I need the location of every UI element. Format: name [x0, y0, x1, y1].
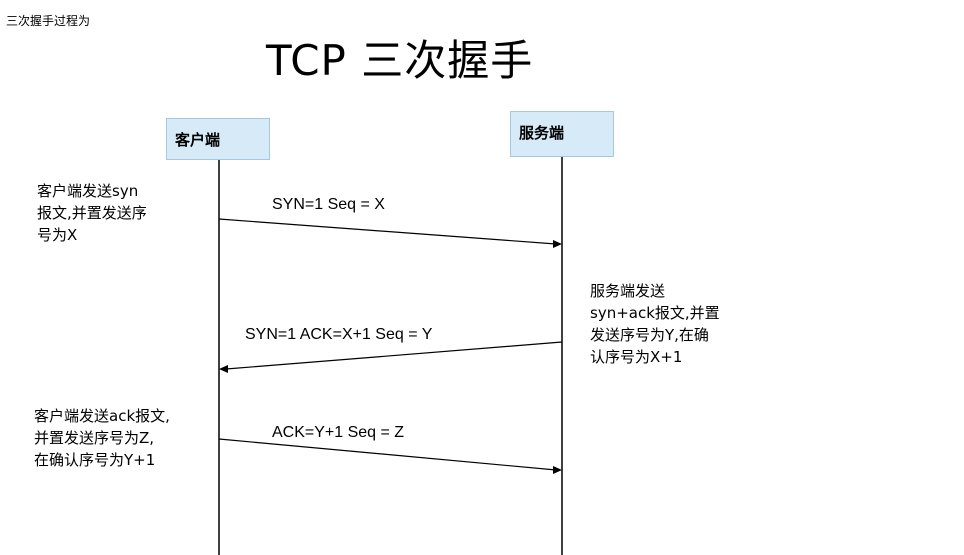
note-line: 服务端发送 — [590, 282, 666, 300]
note-line: 并置发送序号为Z, — [34, 429, 155, 447]
ack-arrow — [218, 438, 557, 471]
note-line: 客户端发送syn — [37, 182, 139, 200]
message-ack: ACK=Y+1 Seq = Z — [272, 424, 405, 441]
diagram-title: TCP 三次握手 — [266, 36, 534, 85]
syn-arrowhead — [553, 240, 562, 248]
syn-ack-arrow — [225, 341, 563, 370]
syn-arrow — [218, 218, 557, 245]
server-syn-ack-note: 服务端发送 syn+ack报文,并置 发送序号为Y,在确 认序号为X+1 — [590, 280, 720, 368]
note-line: 客户端发送ack报文, — [34, 407, 170, 425]
client-box: 客户端 — [166, 118, 270, 160]
note-line: 发送序号为Y,在确 — [590, 326, 709, 344]
note-line: syn+ack报文,并置 — [590, 304, 720, 322]
note-line: 号为X — [37, 226, 78, 244]
ack-arrowhead — [553, 466, 562, 474]
syn-ack-arrowhead — [219, 365, 228, 373]
message-syn-ack: SYN=1 ACK=X+1 Seq = Y — [245, 326, 433, 343]
server-box: 服务端 — [510, 111, 614, 157]
page-caption: 三次握手过程为 — [6, 14, 91, 28]
note-line: 认序号为X+1 — [590, 348, 683, 366]
message-syn: SYN=1 Seq = X — [272, 196, 385, 213]
client-syn-note: 客户端发送syn 报文,并置发送序 号为X — [37, 180, 147, 246]
note-line: 在确认序号为Y+1 — [34, 451, 156, 469]
client-ack-note: 客户端发送ack报文, 并置发送序号为Z, 在确认序号为Y+1 — [34, 405, 170, 471]
note-line: 报文,并置发送序 — [37, 204, 147, 222]
